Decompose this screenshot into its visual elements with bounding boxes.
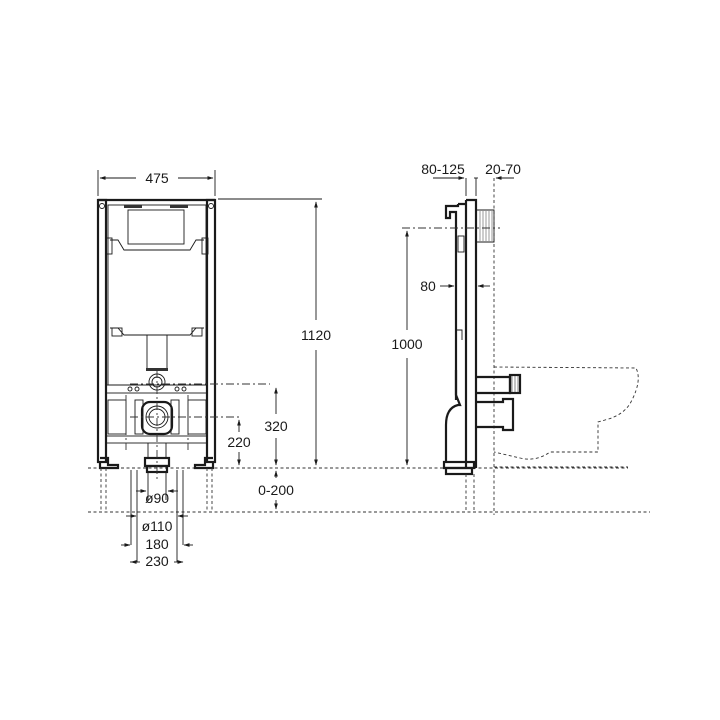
frame-profile — [464, 198, 478, 468]
dim-wall-depth: 80-125 — [421, 161, 465, 177]
dim-floor-adjust: 0-200 — [258, 482, 294, 498]
dim-drain-90: ø90 — [145, 490, 169, 506]
cross-rail — [105, 384, 208, 394]
dim-adjust-depth: 20-70 — [485, 161, 521, 177]
actuator-opening — [127, 209, 185, 245]
outlet-pipe — [476, 397, 515, 432]
side-drain-outlet — [444, 466, 474, 476]
side-view: 80-125 20-70 80 1000 — [391, 161, 639, 515]
front-view: 475 1120 320 220 0-200 ø90 ø110 180 — [88, 170, 650, 569]
right-foot — [193, 456, 215, 470]
dim-frame-width: 475 — [145, 170, 169, 186]
inlet-pipe — [476, 375, 512, 395]
dim-bolt-180: 180 — [145, 536, 169, 552]
dim-outlet-height: 220 — [227, 434, 251, 450]
dim-inlet-height: 320 — [264, 418, 288, 434]
dim-flush-height: 1000 — [391, 336, 422, 352]
cistern-front — [444, 202, 466, 400]
dim-bolt-230: 230 — [145, 553, 169, 569]
left-foot — [98, 456, 120, 470]
left-upright — [96, 198, 108, 464]
dim-frame-height: 1120 — [301, 327, 331, 343]
trap-bend — [444, 370, 462, 462]
dim-frame-depth: 80 — [420, 278, 436, 294]
dim-drain-110: ø110 — [142, 518, 173, 534]
cistern-body — [107, 204, 207, 386]
wc-pan-outline — [493, 366, 639, 460]
